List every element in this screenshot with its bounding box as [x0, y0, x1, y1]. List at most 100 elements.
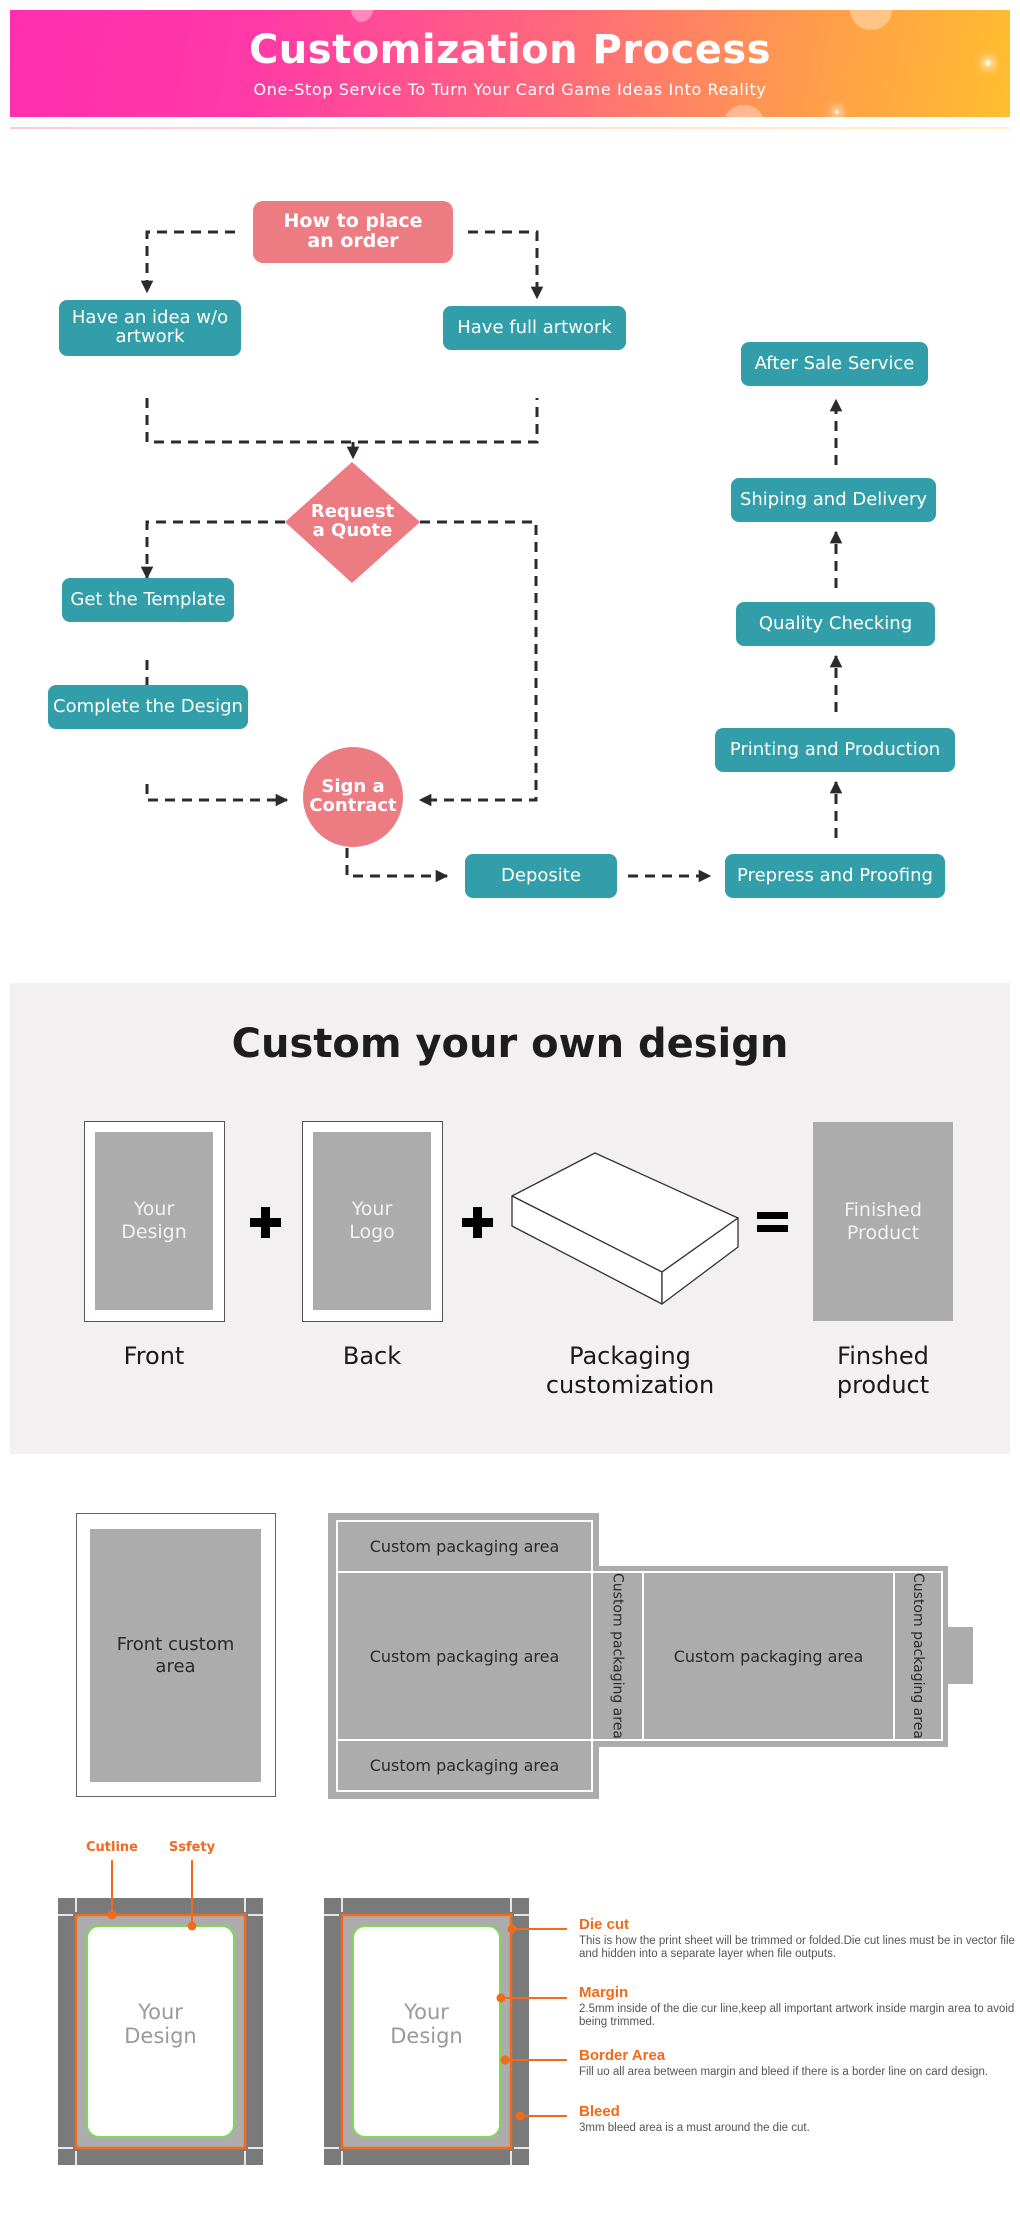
card-text: Logo: [349, 1221, 395, 1243]
node-label: Have an idea w/o: [71, 307, 229, 329]
connector-start-to-artwork: [468, 230, 544, 300]
fold-line: [591, 1520, 593, 1792]
card-text: Your: [133, 1198, 175, 1221]
node-after-sale-service[interactable]: After Sale Service: [741, 342, 928, 386]
safety-area: [352, 1925, 501, 2138]
packaging-area-label: Custom packaging area: [910, 1573, 926, 1739]
page-subtitle: One-Stop Service To Turn Your Card Game …: [253, 80, 767, 99]
step-label-front: Front: [123, 1342, 185, 1370]
card-text: Your: [351, 1198, 393, 1221]
header-banner: Customization Process One-Stop Service T…: [10, 10, 1010, 117]
header-divider: [10, 127, 1010, 129]
node-printing-production[interactable]: Printing and Production: [715, 728, 955, 772]
dieline-right-panel: [599, 1566, 948, 1747]
dieline-left-panel: [328, 1513, 599, 1799]
node-label: a Quote: [312, 520, 393, 541]
connector-quote-to-contract: [418, 520, 538, 807]
packaging-area-label: Custom packaging area: [369, 1756, 560, 1775]
node-label: How to place: [283, 210, 423, 233]
packaging-area-label: Custom packaging area: [369, 1537, 560, 1556]
callout-body-die-cut: This is how the print sheet will be trim…: [579, 1935, 1015, 1961]
callout-title-die-cut: Die cut: [579, 1916, 630, 1933]
node-label: Shiping and Delivery: [739, 488, 928, 510]
node-label: Quality Checking: [758, 612, 913, 634]
callout-body-margin: 2.5mm inside of the die cur line,keep al…: [579, 2003, 1015, 2029]
callout-title-border-area: Border Area: [579, 2047, 666, 2064]
decorative-bubble: [850, 10, 892, 30]
sparkle-icon: [985, 60, 991, 66]
plus-icon: [250, 1207, 281, 1238]
connector-quote-to-template: [140, 520, 285, 580]
node-label: Get the Template: [70, 588, 226, 610]
callout-title-margin: Margin: [579, 1984, 629, 2001]
card-text: Finished: [844, 1198, 922, 1221]
area-label: Front custom: [116, 1633, 235, 1655]
node-shipping-delivery[interactable]: Shiping and Delivery: [731, 478, 936, 522]
fold-line: [336, 1739, 942, 1741]
fold-line: [336, 1571, 942, 1573]
plus-icon: [462, 1207, 493, 1238]
section-title: Custom your own design: [231, 1021, 789, 1067]
fold-line: [893, 1571, 895, 1741]
node-label: artwork: [115, 326, 185, 347]
node-label: After Sale Service: [754, 352, 915, 374]
connector-start-to-idea: [140, 230, 235, 294]
node-label: Complete the Design: [53, 695, 243, 717]
safety-label: Ssfety: [168, 1840, 216, 1855]
step-label-back: Back: [342, 1342, 402, 1370]
cutline-label: Cutline: [86, 1840, 138, 1855]
crop-marks: [324, 1898, 529, 2165]
packaging-area-label: Custom packaging area: [369, 1646, 560, 1666]
equals-icon: [757, 1212, 788, 1232]
packaging-area-label: Custom packaging area: [609, 1573, 626, 1739]
node-label: Request: [310, 501, 395, 523]
node-label: Sign a: [321, 776, 385, 798]
fold-line: [941, 1571, 943, 1741]
fold-line: [336, 1520, 592, 1522]
flowchart-connectors: [140, 230, 843, 883]
node-quality-checking[interactable]: Quality Checking: [736, 602, 935, 646]
callout-body-bleed: 3mm bleed area is a must around the die …: [579, 2122, 810, 2134]
quote-diamond-shape: [285, 462, 420, 583]
node-prepress-proofing[interactable]: Prepress and Proofing: [725, 854, 945, 898]
area-label: area: [155, 1655, 196, 1677]
node-label: Printing and Production: [729, 738, 941, 760]
node-get-template[interactable]: Get the Template: [62, 578, 234, 622]
callout-body-border-area: Fill uo all area between margin and blee…: [579, 2066, 989, 2078]
node-label: Prepress and Proofing: [737, 864, 933, 886]
safety-area: [86, 1925, 235, 2138]
node-label: Contract: [309, 795, 397, 816]
callout-title-bleed: Bleed: [579, 2103, 620, 2120]
decorative-bubble: [725, 105, 763, 117]
connector-contract-to-deposit: [345, 848, 449, 883]
connector-idea-merge: [145, 398, 539, 444]
connector-design-to-contract: [145, 784, 289, 807]
packaging-box-icon: [511, 1152, 739, 1305]
dieline-tab: [948, 1627, 973, 1684]
contract-ellipse-shape: [303, 747, 403, 847]
node-full-artwork[interactable]: Have full artwork: [443, 306, 626, 350]
bleed-guide-diagram: [58, 1860, 567, 2165]
packaging-area-label: Custom packaging area: [673, 1646, 864, 1666]
page-title: Customization Process: [248, 27, 772, 73]
node-deposit[interactable]: Deposite: [465, 854, 617, 898]
fold-line: [336, 1520, 338, 1792]
node-complete-design[interactable]: Complete the Design: [48, 685, 248, 729]
fold-line: [642, 1571, 644, 1741]
crop-marks: [58, 1898, 263, 2165]
card-text: Product: [846, 1221, 920, 1244]
node-label: Have full artwork: [457, 316, 612, 338]
decorative-bubble: [350, 10, 374, 22]
